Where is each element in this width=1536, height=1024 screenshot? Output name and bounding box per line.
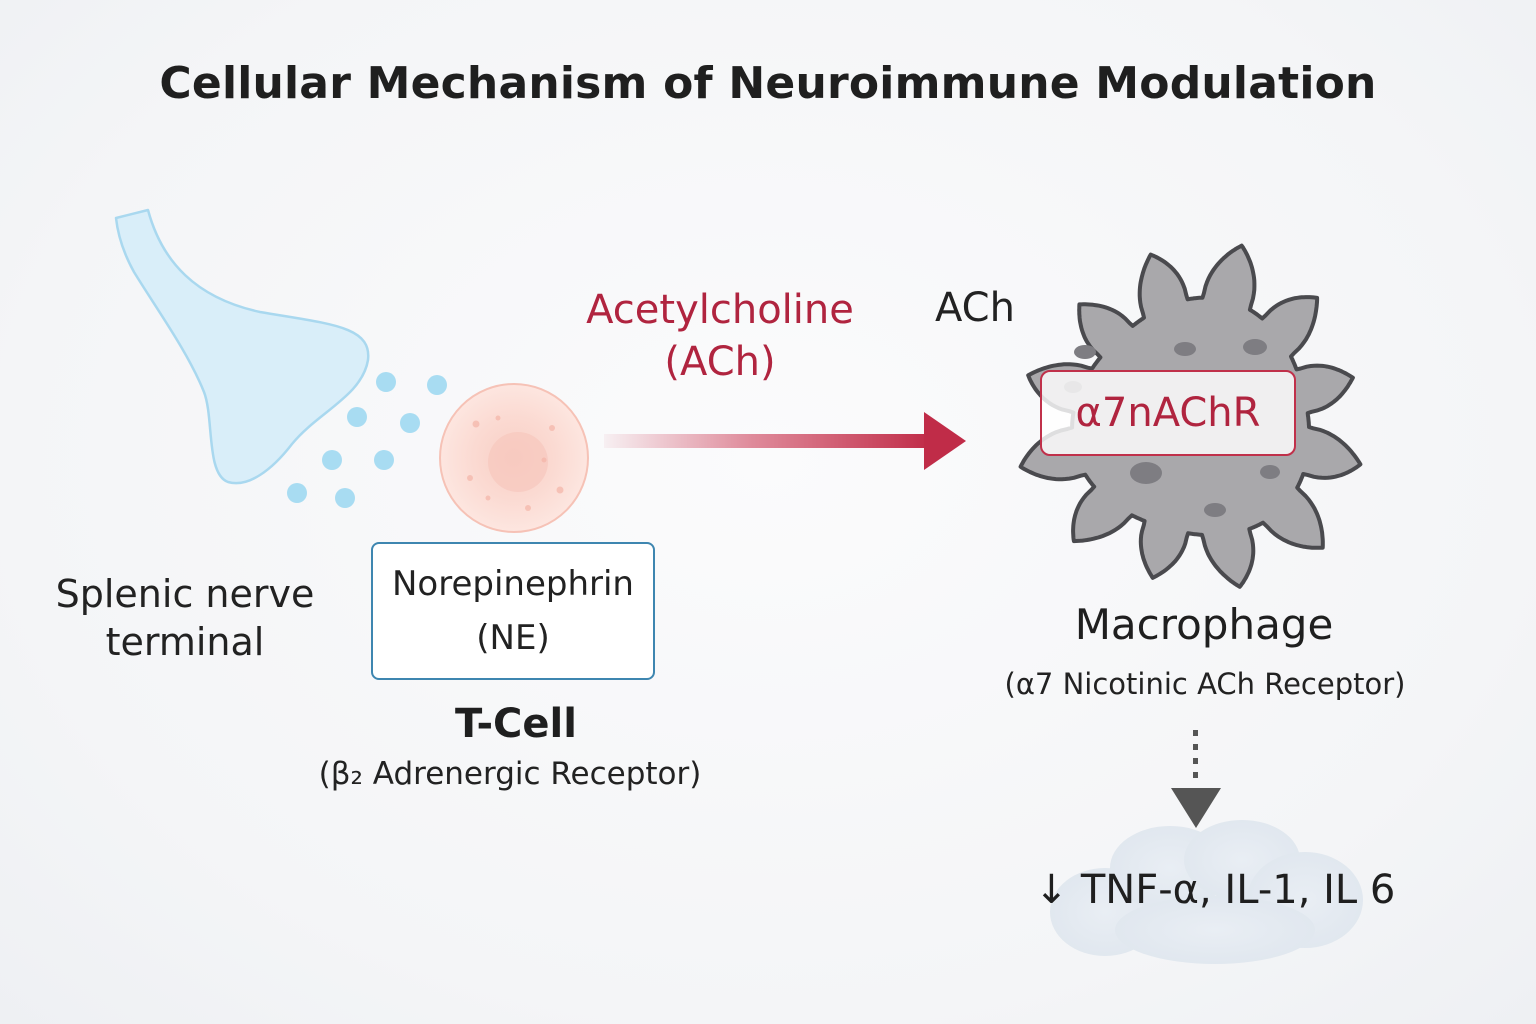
vesicle bbox=[287, 483, 307, 503]
norepinephrine-box: Norepinephrin (NE) bbox=[371, 542, 655, 680]
macrophage-granule bbox=[1243, 339, 1267, 355]
down-arrow-icon bbox=[1171, 788, 1221, 828]
macrophage-granule bbox=[1130, 462, 1162, 484]
macrophage-granule bbox=[1174, 342, 1196, 356]
t-cell-shape bbox=[439, 383, 589, 533]
norepinephrine-label: Norepinephrin bbox=[392, 564, 634, 604]
receptor-label: α7nAChR bbox=[1075, 390, 1261, 436]
t-cell-nucleus bbox=[488, 432, 548, 492]
macrophage-granule bbox=[1074, 345, 1096, 359]
receptor-box: α7nAChR bbox=[1040, 370, 1296, 456]
page-title: Cellular Mechanism of Neuroimmune Modula… bbox=[159, 58, 1377, 109]
nerve-terminal-shape bbox=[114, 208, 370, 485]
vesicle bbox=[427, 375, 447, 395]
macrophage-label: Macrophage bbox=[1074, 600, 1334, 649]
macrophage-granule bbox=[1204, 503, 1226, 517]
t-cell-label: T-Cell bbox=[455, 701, 577, 747]
cytokine-cloud bbox=[1050, 820, 1363, 964]
vesicle bbox=[335, 488, 355, 508]
vesicle bbox=[374, 450, 394, 470]
acetylcholine-label: Acetylcholine (ACh) bbox=[586, 287, 854, 385]
ach-label: ACh bbox=[935, 285, 1015, 331]
macrophage-granule bbox=[1260, 465, 1280, 479]
vesicle bbox=[322, 450, 342, 470]
neurotransmitter-vesicles bbox=[287, 372, 447, 508]
vesicle bbox=[400, 413, 420, 433]
macrophage-receptor-label: (α7 Nicotinic ACh Receptor) bbox=[1004, 667, 1406, 701]
vesicle bbox=[376, 372, 396, 392]
signaling-pathway-arrow bbox=[1171, 730, 1221, 828]
nerve-terminal-label: Splenic nerve terminal bbox=[55, 572, 315, 664]
t-cell-receptor-label: (β₂ Adrenergic Receptor) bbox=[318, 756, 702, 792]
cytokine-label: ↓ TNF-α, IL-1, IL 6 bbox=[1034, 867, 1396, 913]
acetylcholine-arrow bbox=[604, 412, 966, 470]
vesicle bbox=[347, 407, 367, 427]
norepinephrine-abbrev: (NE) bbox=[476, 618, 550, 658]
